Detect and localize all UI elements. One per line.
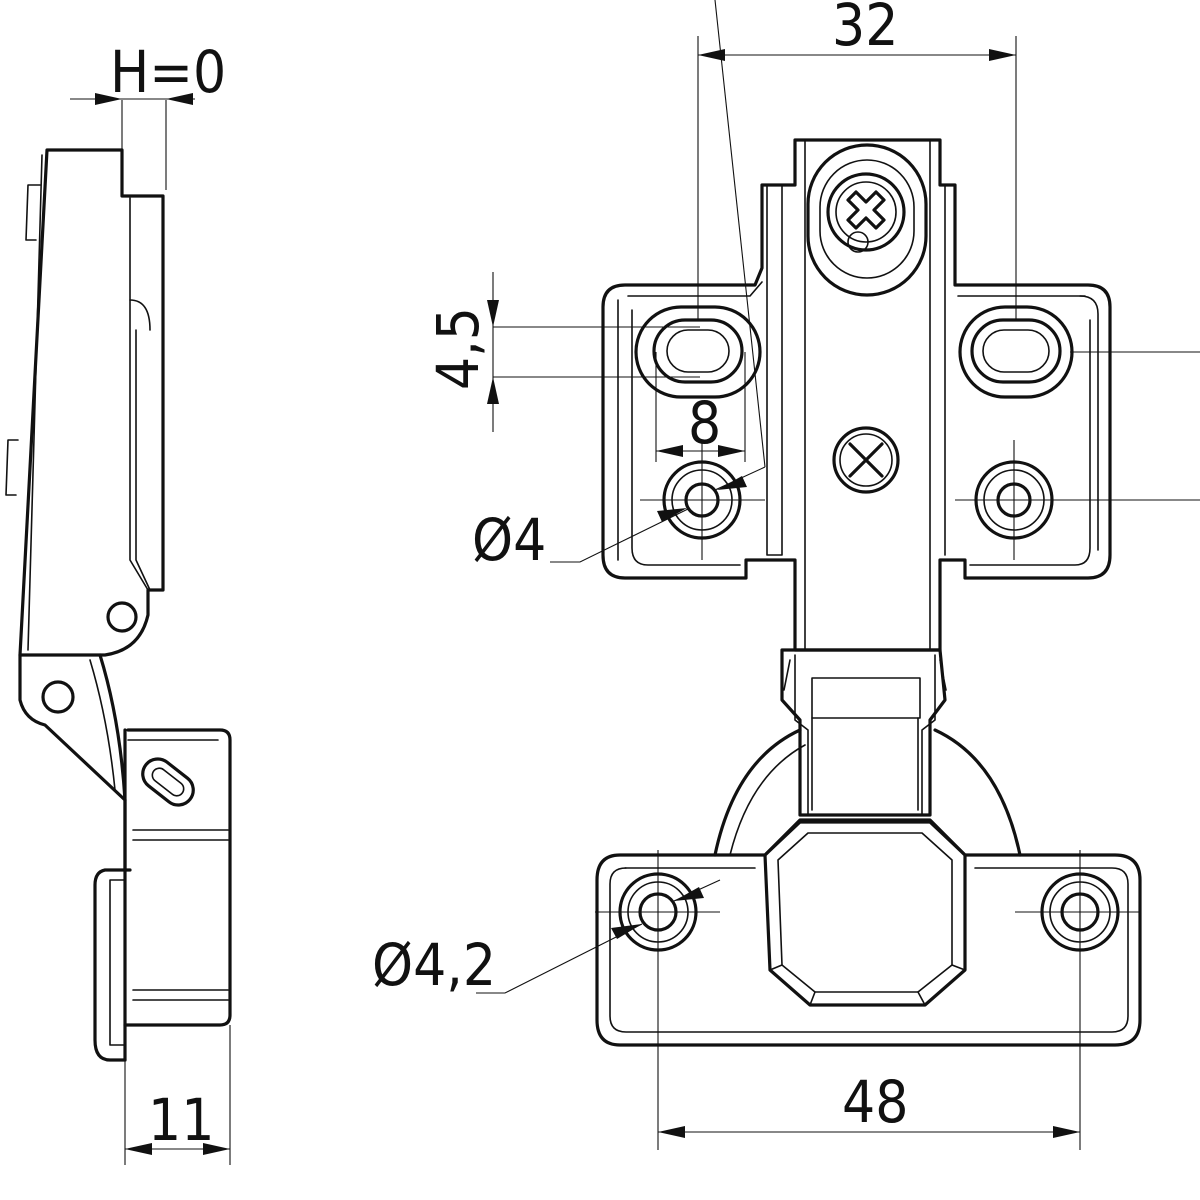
plate-hole-spacing-label: 48 — [842, 1068, 908, 1136]
overlay-dimension: H=0 — [70, 38, 226, 190]
plate-hole-diameter-label: Ø4,2 — [372, 931, 496, 999]
hole-spacing-top-label: 32 — [832, 0, 898, 59]
front-view — [595, 138, 1200, 1047]
hole-diameter-label: Ø4 — [472, 506, 546, 574]
hole-spacing-top-dimension: 32 — [697, 0, 1017, 320]
slot-height-dimension: 4,5 — [424, 272, 700, 432]
thickness-dimension: 11 — [124, 1025, 231, 1165]
overlay-dimension-label: H=0 — [110, 38, 226, 106]
plate-hole-diameter-dimension: Ø4,2 — [372, 879, 721, 999]
thickness-dimension-label: 11 — [148, 1086, 214, 1154]
slot-width-dimension: 8 — [655, 352, 746, 462]
plate-hole-spacing-dimension: 48 — [657, 975, 1081, 1150]
side-view — [5, 148, 232, 1062]
slot-width-label: 8 — [688, 389, 721, 457]
slot-height-label: 4,5 — [424, 307, 492, 390]
hole-diameter-dimension: Ø4 — [472, 0, 766, 574]
